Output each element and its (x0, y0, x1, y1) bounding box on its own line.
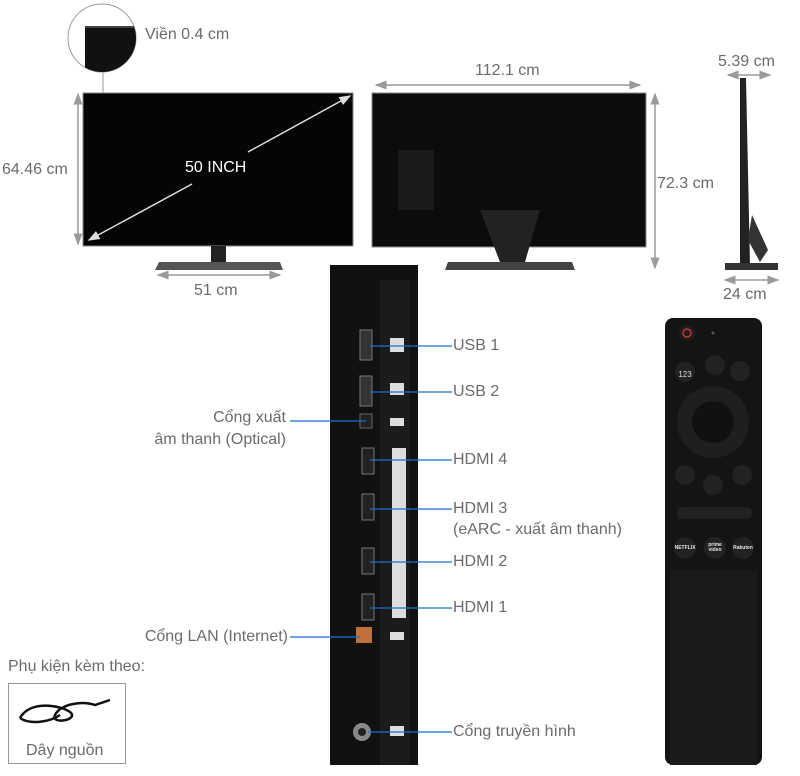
port-label-usb2: USB 2 (453, 383, 500, 400)
accessory-item-power-cable (8, 683, 126, 764)
remote-rakuten-button: Rakuten (733, 544, 753, 551)
front-height-label: 64.46 cm (2, 161, 68, 178)
bezel-label: Viền 0.4 cm (145, 26, 230, 43)
depth-label: 5.39 cm (718, 53, 775, 70)
back-width-label: 112.1 cm (475, 62, 540, 79)
port-label-hdmi2: HDMI 2 (453, 553, 508, 570)
port-label-optical-line2: âm thanh (Optical) (154, 431, 286, 448)
stand-width-label: 51 cm (194, 282, 238, 299)
port-label-hdmi4: HDMI 4 (453, 451, 508, 468)
port-label-lan: Cổng LAN (Internet) (144, 628, 288, 645)
port-panel (330, 265, 418, 765)
tv-back (371, 80, 660, 270)
stand-depth-label: 24 cm (723, 286, 767, 303)
accessory-label: Dây nguồn (26, 742, 104, 759)
callout-lines (290, 345, 452, 733)
power-cable-image (18, 698, 111, 724)
svg-text:123: 123 (678, 370, 692, 379)
diagonal-label: 50 INCH (185, 159, 247, 176)
remote-control: 123 (665, 318, 762, 765)
accessories-heading: Phụ kiện kèm theo: (8, 658, 145, 675)
port-label-hdmi3-note: (eARC - xuất âm thanh) (453, 521, 622, 538)
port-label-hdmi1: HDMI 1 (453, 599, 508, 616)
port-label-usb1: USB 1 (453, 337, 500, 354)
remote-netflix-button: NETFLIX (674, 544, 696, 551)
port-label-hdmi3: HDMI 3 (453, 500, 508, 517)
tv-side (723, 70, 780, 285)
remote-prime-video-button: prime video (708, 542, 722, 553)
back-height-label: 72.3 cm (657, 175, 714, 192)
port-label-optical-line1: Cổng xuất (213, 409, 286, 426)
bezel-zoom-circle (67, 3, 137, 93)
port-label-antenna: Cổng truyền hình (453, 723, 576, 740)
tv-front (73, 92, 354, 280)
